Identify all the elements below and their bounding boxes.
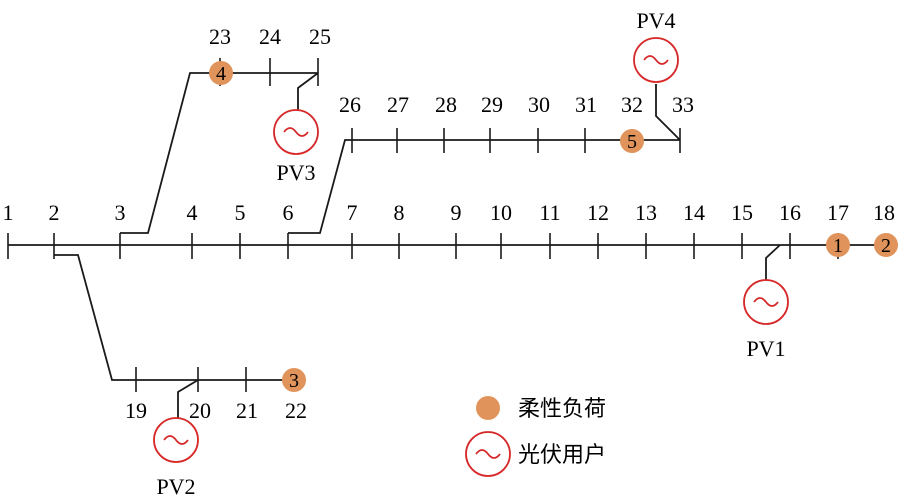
flexible-load-5: 5 [620, 129, 644, 153]
bus-label: 13 [635, 200, 657, 225]
flexible-load-4: 4 [209, 61, 233, 85]
bus-label: 29 [481, 92, 503, 117]
pv4-connection [655, 84, 681, 141]
bus-label: 9 [451, 200, 462, 225]
branch-19-22-line [54, 254, 292, 381]
bus-label: 17 [827, 200, 849, 225]
svg-text:1: 1 [833, 235, 843, 257]
bus-labels: 1 2 3 4 5 6 7 8 9 10 11 12 13 14 15 16 1… [3, 24, 896, 423]
pv4-icon [633, 37, 679, 83]
branch-23-25-ticks [219, 58, 319, 86]
bus-label: 11 [539, 200, 560, 225]
bus-label: 19 [125, 398, 147, 423]
bus-label: 3 [115, 200, 126, 225]
branch-23-25-line [120, 72, 318, 234]
legend-pv-label: 光伏用户 [518, 443, 606, 468]
svg-text:5: 5 [627, 131, 637, 153]
branch-26-33-ticks [351, 128, 681, 153]
pv1-icon [743, 279, 789, 325]
pv2-label: PV2 [156, 474, 195, 499]
bus-label: 12 [587, 200, 609, 225]
bus-label: 15 [731, 200, 753, 225]
bus-label: 20 [189, 398, 211, 423]
bus-label: 26 [339, 92, 361, 117]
bus-label: 10 [490, 200, 512, 225]
bus-label: 5 [235, 200, 246, 225]
pv1-label: PV1 [746, 336, 785, 361]
pv2-connection [177, 379, 199, 418]
svg-text:4: 4 [216, 63, 226, 85]
bus-label: 30 [528, 92, 550, 117]
bus-label: 32 [621, 92, 643, 117]
pv3-label: PV3 [276, 160, 315, 185]
bus-label: 24 [259, 24, 281, 49]
flexible-load-2: 2 [874, 233, 898, 257]
main-feeder-ticks [7, 233, 839, 259]
pv3-icon [273, 109, 319, 155]
bus-label: 8 [394, 200, 405, 225]
flexible-load-3: 3 [282, 368, 306, 392]
branch-26-33-line [288, 139, 680, 234]
bus-label: 31 [575, 92, 597, 117]
svg-text:2: 2 [881, 235, 891, 257]
legend-load-swatch [476, 396, 500, 420]
bus-label: 18 [873, 200, 895, 225]
pv2-icon [153, 417, 199, 463]
bus-label: 16 [779, 200, 801, 225]
flexible-load-1: 1 [826, 233, 850, 257]
bus-label: 2 [49, 200, 60, 225]
pv4-label: PV4 [636, 8, 675, 33]
pv1-connection [765, 244, 781, 280]
legend-pv-icon [465, 431, 511, 477]
svg-text:3: 3 [289, 370, 299, 392]
legend: 柔性负荷 光伏用户 [465, 396, 606, 477]
bus-label: 4 [187, 200, 198, 225]
bus-label: 14 [683, 200, 705, 225]
bus-label: 6 [283, 200, 294, 225]
bus-label: 33 [672, 92, 694, 117]
bus-label: 21 [236, 398, 258, 423]
bus-label: 23 [209, 24, 231, 49]
bus-label: 27 [387, 92, 409, 117]
legend-load-label: 柔性负荷 [518, 397, 606, 422]
bus-label: 22 [285, 398, 307, 423]
branch-19-22-ticks [135, 367, 247, 392]
bus-label: 28 [435, 92, 457, 117]
bus-label: 1 [3, 200, 14, 225]
bus-label: 25 [309, 24, 331, 49]
pv3-connection [297, 72, 319, 110]
bus-label: 7 [347, 200, 358, 225]
